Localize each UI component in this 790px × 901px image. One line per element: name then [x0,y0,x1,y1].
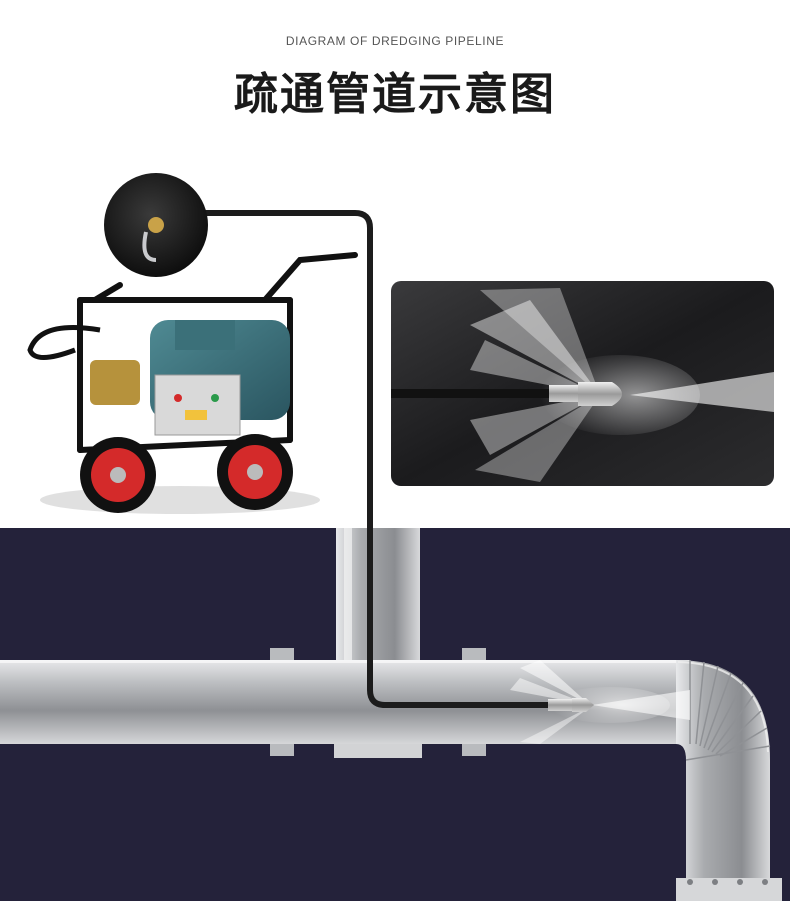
pipe-water-spray [510,660,690,744]
pressure-washer-machine-icon [27,173,358,514]
nozzle-closeup-panel [391,281,774,486]
pipe-elbow-icon [676,660,782,901]
vertical-riser-pipe [336,528,420,668]
diagram-title: 疏通管道示意图 [234,69,556,120]
diagram-subtitle: DIAGRAM OF DREDGING PIPELINE [285,34,505,48]
pipe-flanges [270,648,486,758]
high-pressure-hose [202,210,555,708]
spray-nozzle-icon [548,698,594,712]
